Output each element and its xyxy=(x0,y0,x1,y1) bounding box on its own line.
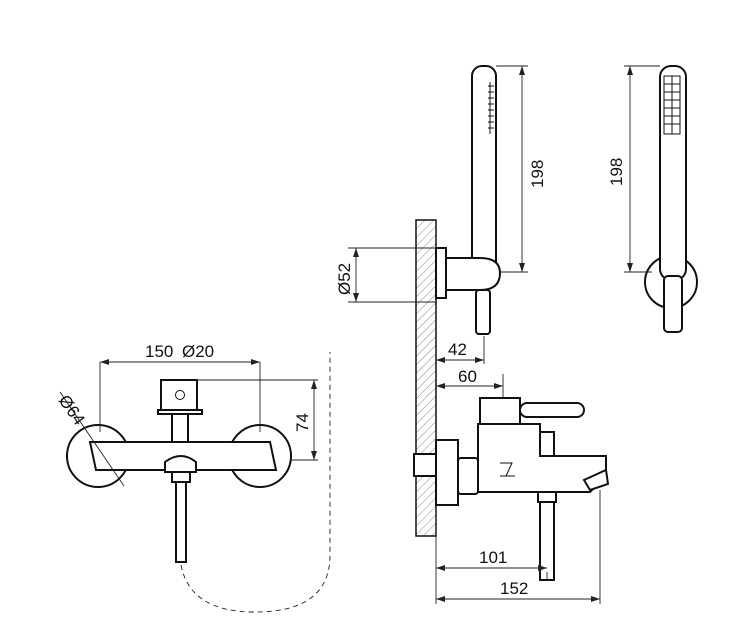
diverter-knob xyxy=(539,431,555,457)
arrow xyxy=(519,263,525,272)
arrow xyxy=(436,357,445,363)
front-view: 150 Ø20 74 Ø64 xyxy=(55,342,331,613)
handshower-front-view: 198 xyxy=(607,65,698,333)
dim-label-150: 150 xyxy=(145,342,173,361)
aerator xyxy=(164,455,197,473)
arrow xyxy=(627,66,633,75)
wall-flange xyxy=(435,247,447,299)
dim-label-198-front: 198 xyxy=(607,158,626,186)
spray-nozzles xyxy=(488,85,494,129)
arrow xyxy=(436,565,445,571)
dim-label-152: 152 xyxy=(500,579,528,598)
dim-label-101: 101 xyxy=(479,548,507,567)
arrow xyxy=(251,359,260,365)
arrow xyxy=(311,451,317,460)
mixer-lever xyxy=(519,402,585,418)
arrow xyxy=(591,596,600,602)
handshower-tail-front xyxy=(663,275,683,333)
mixer-head xyxy=(479,397,521,425)
side-view: Ø52 198 42 60 xyxy=(335,65,610,604)
mixer-connector xyxy=(457,457,479,495)
arrow xyxy=(538,565,547,571)
handshower-tail xyxy=(475,289,491,335)
dim-label-d64: Ø64 xyxy=(55,391,89,428)
mixer-wall-nut xyxy=(413,453,437,477)
hose-arc xyxy=(180,352,331,613)
spout-tip xyxy=(582,468,610,492)
arrow xyxy=(436,383,445,389)
dim-label-d20: Ø20 xyxy=(182,342,214,361)
arrow xyxy=(353,293,359,302)
lever-hole xyxy=(175,390,185,400)
arrow xyxy=(494,383,503,389)
cartridge xyxy=(171,413,189,443)
holder-arm xyxy=(445,257,502,291)
body-mark xyxy=(500,462,515,477)
spray-grid xyxy=(663,75,681,135)
mixer-body-side xyxy=(477,423,607,493)
dim-label-42: 42 xyxy=(448,340,467,359)
arrow xyxy=(519,66,525,75)
mixer-eccentric xyxy=(435,439,459,506)
arrow xyxy=(100,359,109,365)
arrow xyxy=(627,263,633,272)
hose-pipe xyxy=(175,481,187,563)
arrow xyxy=(311,380,317,389)
dim-label-d52: Ø52 xyxy=(335,263,354,295)
arrow xyxy=(353,248,359,257)
dim-label-60: 60 xyxy=(458,367,477,386)
wall-section xyxy=(415,219,437,537)
hose-outlet xyxy=(537,491,557,503)
arrow xyxy=(475,357,484,363)
lever-top xyxy=(160,379,198,411)
dim-label-198-side: 198 xyxy=(528,160,547,188)
dim-line-d64 xyxy=(59,391,125,487)
dim-label-74: 74 xyxy=(293,413,312,432)
outlet xyxy=(171,471,191,483)
arrow xyxy=(436,596,445,602)
